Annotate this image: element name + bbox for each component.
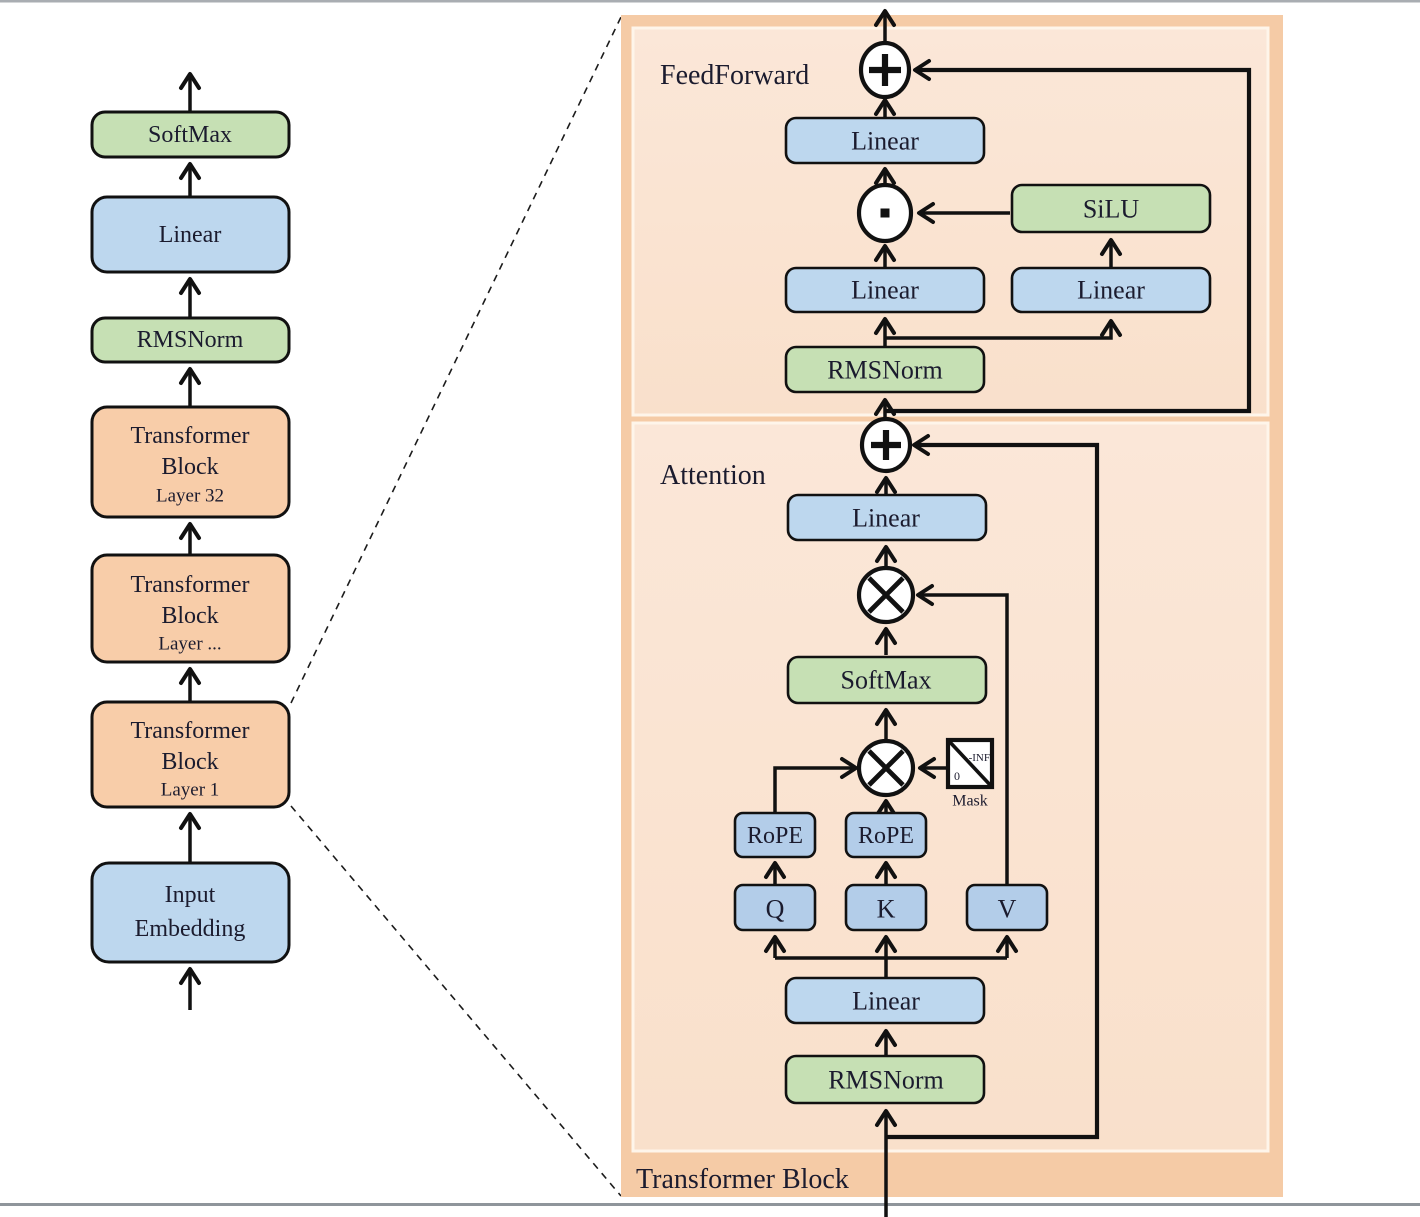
ff-rmsnorm-box	[784, 345, 986, 394]
ff-linear-right-box	[1010, 266, 1212, 314]
transformer-block-1-line3: Layer 1	[161, 780, 220, 801]
left-model-stack: SoftMax Linear RMSNorm Transformer Block…	[90, 72, 291, 1010]
zoom-connector-top	[290, 16, 622, 704]
ff-linear-out-label: Linear	[851, 127, 919, 156]
transformer-block-32-line2: Block	[161, 454, 218, 480]
query-box	[733, 883, 817, 932]
transformer-block-32-line3: Layer 32	[156, 486, 224, 507]
qkv-fork-line	[775, 956, 1007, 977]
transformer-block-32-line1: Transformer	[130, 423, 249, 449]
softmax-box	[90, 110, 291, 159]
rmsnorm-final-label: RMSNorm	[137, 327, 244, 353]
times-glyph	[867, 576, 905, 614]
attn-linear-out-label: Linear	[852, 504, 920, 533]
transformer-block-32-box	[90, 405, 291, 519]
attn-rmsnorm-label: RMSNorm	[828, 1066, 944, 1095]
attn-softmax-box	[786, 655, 988, 705]
query-path-line	[773, 757, 858, 812]
rope-k-label: RoPE	[858, 823, 914, 849]
transformer-block-1-box	[90, 700, 291, 809]
causal-mask: -INF 0 Mask	[945, 737, 995, 810]
zoom-connector-bottom	[290, 805, 622, 1197]
mask-label: Mask	[952, 793, 988, 810]
input-embedding-box	[90, 861, 291, 964]
ff-linear-out-box	[784, 116, 986, 165]
transformer-block-mid-line2: Block	[161, 603, 218, 629]
times-glyph	[867, 749, 905, 787]
mask-neg-inf-label: -INF	[969, 752, 990, 764]
transformer-block-mid-box	[90, 553, 291, 664]
transformer-block-panel-label: Transformer Block	[636, 1164, 849, 1195]
softmax-label: SoftMax	[148, 122, 232, 148]
plus-glyph	[869, 54, 901, 86]
value-label: V	[998, 895, 1017, 924]
input-embedding-line1: Input	[165, 882, 216, 908]
rope-q-box	[733, 811, 817, 859]
mask-diagonal	[946, 738, 994, 789]
value-path-line	[916, 584, 1009, 884]
mask-zero-label: 0	[954, 769, 960, 783]
plus-glyph	[871, 430, 901, 460]
gate-branch-line	[886, 319, 1122, 340]
silu-label: SiLU	[1083, 195, 1140, 224]
key-box	[844, 883, 928, 932]
dot-glyph	[880, 208, 890, 218]
attention-residual-line	[886, 434, 1100, 1140]
transformer-block-mid-line1: Transformer	[130, 572, 249, 598]
feedforward-residual-line	[885, 59, 1252, 414]
window-top-edge	[0, 0, 1420, 3]
transformer-block-mid-line3: Layer ...	[158, 634, 221, 655]
linear-head-label: Linear	[159, 222, 222, 248]
feedforward-panel-label: FeedForward	[660, 60, 809, 91]
attention-panel-label: Attention	[660, 460, 766, 491]
attn-linear-in-box	[784, 976, 986, 1025]
key-label: K	[877, 895, 896, 924]
window-bottom-edge	[0, 1203, 1420, 1206]
ff-rmsnorm-label: RMSNorm	[827, 356, 943, 385]
silu-box	[1010, 183, 1212, 234]
attn-softmax-label: SoftMax	[841, 666, 932, 695]
rope-q-label: RoPE	[747, 823, 803, 849]
query-label: Q	[766, 895, 785, 924]
attn-linear-in-label: Linear	[852, 987, 920, 1016]
linear-head-box	[90, 195, 291, 274]
ff-linear-right-label: Linear	[1077, 276, 1145, 305]
attn-linear-out-box	[786, 493, 988, 542]
transformer-block-1-line2: Block	[161, 749, 218, 775]
ff-linear-left-label: Linear	[851, 276, 919, 305]
rmsnorm-final-box	[90, 316, 291, 364]
ff-linear-left-box	[784, 266, 986, 314]
value-box	[965, 883, 1049, 932]
transformer-block-detail-panel: FeedForward Attention Transformer Block …	[621, 9, 1283, 1217]
rope-k-box	[844, 811, 928, 859]
transformer-block-1-line1: Transformer	[130, 718, 249, 744]
attn-rmsnorm-box	[784, 1054, 986, 1105]
input-embedding-line2: Embedding	[135, 916, 246, 942]
